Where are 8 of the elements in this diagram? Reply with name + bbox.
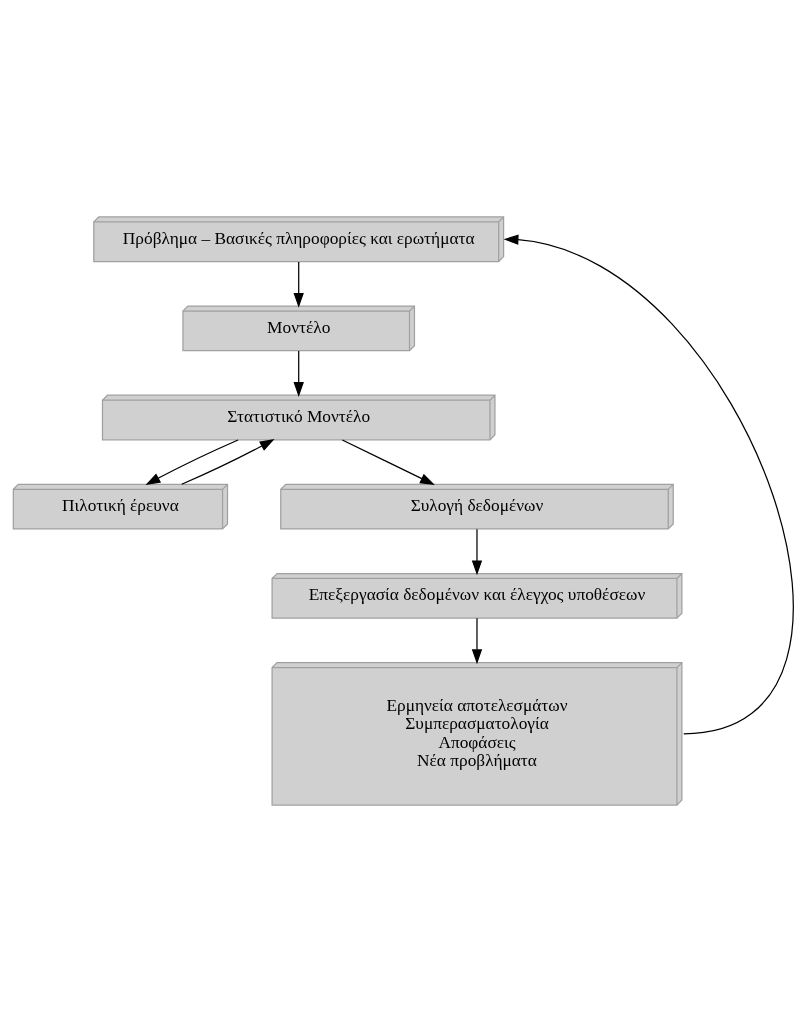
- arrow: [471, 528, 483, 575]
- arrow: [503, 234, 794, 734]
- arrow: [181, 438, 275, 485]
- arrow: [293, 349, 304, 397]
- arrow: [145, 438, 239, 485]
- arrow: [341, 438, 435, 485]
- arrow: [293, 260, 304, 308]
- arrow: [471, 617, 483, 664]
